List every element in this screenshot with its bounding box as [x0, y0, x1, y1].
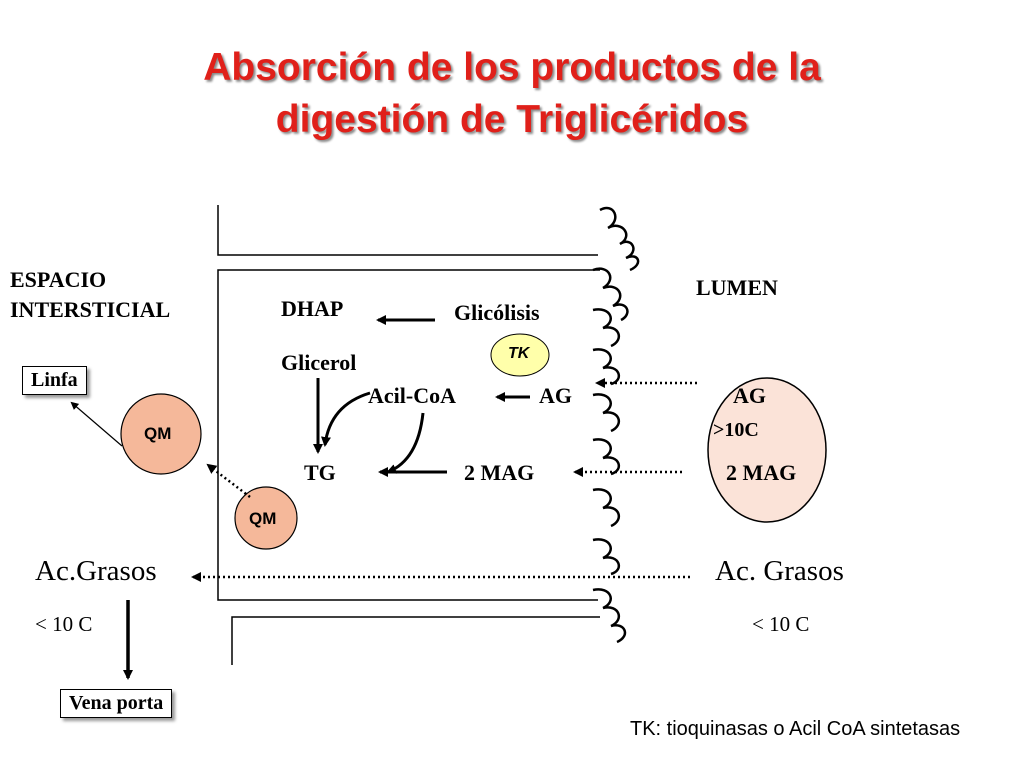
linfa-box: Linfa: [22, 366, 87, 395]
qm-top-label: QM: [144, 424, 172, 443]
tk-footnote: TK: tioquinasas o Acil CoA sintetasas: [630, 718, 961, 740]
lt10c-right-label: < 10 C: [752, 612, 810, 636]
acgrasos-left-label: Ac.Grasos: [35, 555, 157, 587]
ag-lumen-label: AG: [733, 383, 766, 408]
espacio-line-1: ESPACIO: [10, 267, 107, 292]
espacio-label: ESPACIO INTERSTICIAL: [10, 265, 170, 325]
arrow-qm-to-linfa: [70, 401, 123, 447]
title-line-2: digestión de Triglicéridos: [275, 98, 749, 141]
mag-cell-label: 2 MAG: [464, 460, 535, 485]
lumen-oval: [707, 377, 827, 523]
dhap-label: DHAP: [281, 296, 344, 321]
lumen-label: LUMEN: [696, 275, 778, 300]
cell-outline: [217, 205, 600, 665]
mag-lumen-label: 2 MAG: [726, 460, 797, 485]
title-line-1: Absorción de los productos de la: [203, 46, 821, 89]
gt10c-label: >10C: [713, 419, 759, 441]
arrow-acilcoa-curve: [386, 412, 425, 474]
microvilli-brush-border: [592, 206, 640, 644]
acgrasos-right-label: Ac. Grasos: [715, 555, 844, 587]
vena-porta-box: Vena porta: [60, 689, 173, 718]
lt10c-left-label: < 10 C: [35, 612, 93, 636]
tk-circle: [490, 333, 550, 377]
slide-title: Absorción de los productos de la digesti…: [0, 42, 1024, 146]
glicerol-label: Glicerol: [281, 350, 357, 375]
tk-label: TK: [508, 345, 530, 362]
qm-circle-bottom: [234, 486, 298, 550]
acil-coa-label: Acil-CoA: [368, 383, 456, 408]
qm-circle-top: [120, 393, 202, 475]
arrow-qm-exit: [206, 463, 251, 498]
enterocyte-border: [217, 269, 600, 601]
ag-cell-label: AG: [539, 383, 572, 408]
arrow-acilcoa-to-tg: [321, 391, 371, 447]
lower-cell-border: [231, 616, 600, 665]
upper-cell-border: [217, 205, 598, 256]
qm-bottom-label: QM: [249, 509, 277, 528]
tg-label: TG: [304, 460, 336, 485]
espacio-line-2: INTERSTICIAL: [10, 297, 171, 322]
glicolisis-label: Glicólisis: [454, 300, 540, 325]
